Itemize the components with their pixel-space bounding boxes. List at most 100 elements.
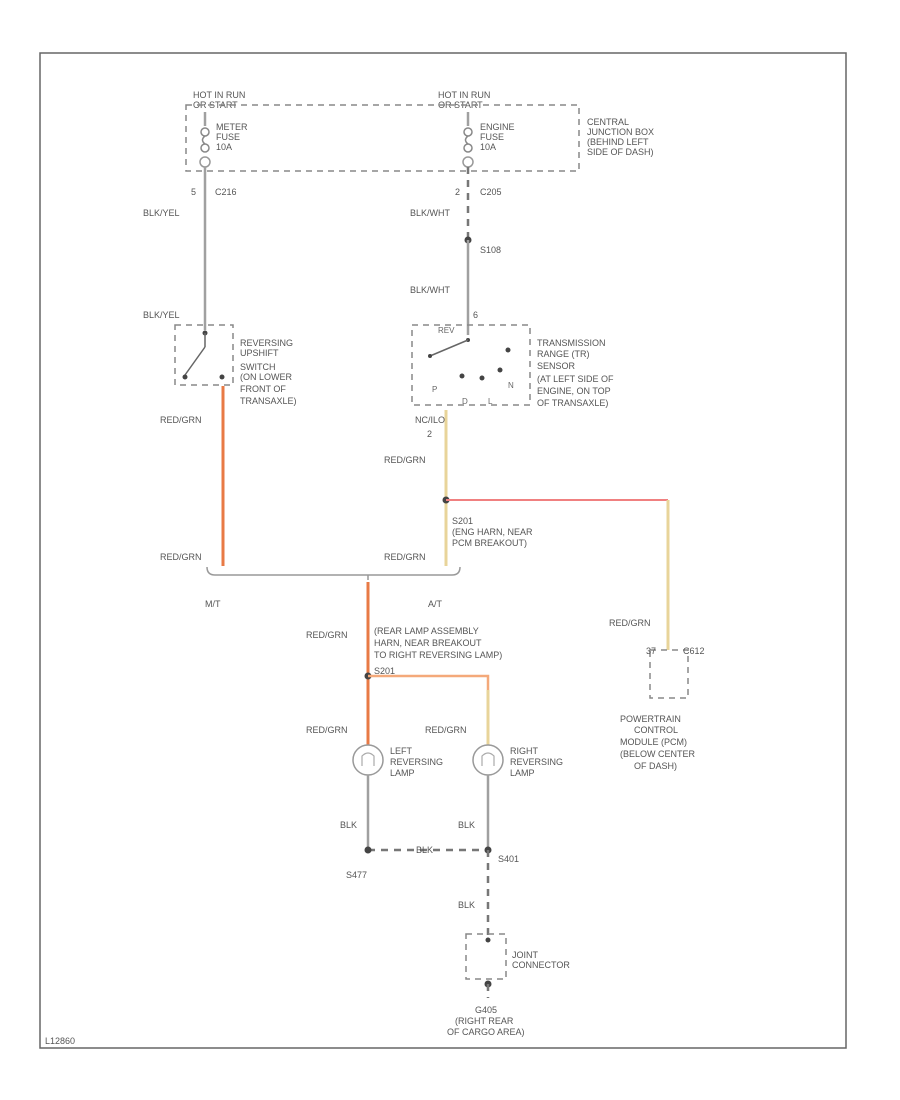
- tr-sensor-line-4: (AT LEFT SIDE OF: [537, 374, 614, 384]
- reversing-switch-line-3: SWITCH: [240, 362, 276, 372]
- meter-fuse-symbol: [200, 127, 210, 137]
- wire-label-red-grn-2: RED/GRN: [160, 552, 202, 562]
- engine-fuse-line-1: ENGINE: [480, 122, 515, 132]
- joint-connector-line-1: JOINT: [512, 950, 539, 960]
- wire-label-red-grn-6: RED/GRN: [306, 630, 348, 640]
- engine-fuse-line-3: 10A: [480, 142, 496, 152]
- left-lamp-line-2: REVERSING: [390, 757, 443, 767]
- tr-pos-n: N: [508, 381, 514, 390]
- tr-sensor-line-5: ENGINE, ON TOP: [537, 386, 611, 396]
- diagram-frame: [39, 52, 847, 1049]
- splice-note-line-1: S201: [452, 516, 473, 526]
- rear-lamp-note-2: HARN, NEAR BREAKOUT: [374, 638, 482, 648]
- mt-label: M/T: [205, 599, 221, 609]
- reversing-switch-line-4: (ON LOWER: [240, 372, 293, 382]
- right-lamp-line-3: LAMP: [510, 768, 535, 778]
- meter-fuse-line-2: FUSE: [216, 132, 240, 142]
- mt-at-selector: M/T A/T: [205, 566, 461, 609]
- joint-connector-line-2: CONNECTOR: [512, 960, 570, 970]
- tr-sensor-line-6: OF TRANSAXLE): [537, 398, 608, 408]
- engine-fuse-symbol: [463, 127, 473, 137]
- splice-s108-label: S108: [480, 245, 501, 255]
- meter-fuse-line-3: 10A: [216, 142, 232, 152]
- wire-label-blk-1: BLK: [340, 820, 357, 830]
- tr-connector-bottom-label: NC/ILO: [415, 415, 445, 425]
- tr-sensor-line-3: SENSOR: [537, 361, 576, 371]
- wire-label-blk-2: BLK: [458, 820, 475, 830]
- tr-pos-p: P: [432, 385, 437, 394]
- wire-label-blk-yel-2: BLK/YEL: [143, 310, 180, 320]
- ground-line-1: G405: [475, 1005, 497, 1015]
- tr-pin-bottom-label: 2: [427, 429, 432, 439]
- wire-label-red-grn-7: RED/GRN: [306, 725, 348, 735]
- pcm-line-4: (BELOW CENTER: [620, 749, 696, 759]
- reversing-switch-line-5: FRONT OF: [240, 384, 286, 394]
- junction-box-location-4: SIDE OF DASH): [587, 147, 654, 157]
- tr-pos-d: D: [462, 397, 468, 406]
- right-reversing-lamp: [472, 744, 504, 776]
- splice-s477: [364, 846, 372, 854]
- splice-bottom-label: S201: [374, 666, 395, 676]
- left-pin-label: 5: [191, 187, 196, 197]
- left-lamp-line-1: LEFT: [390, 746, 413, 756]
- left-branch: 5 C216 BLK/YEL BLK/YEL REVERSING UPSHIFT…: [143, 167, 297, 566]
- left-lamp-line-3: LAMP: [390, 768, 415, 778]
- rear-lamps: RED/GRN (REAR LAMP ASSEMBLY HARN, NEAR B…: [306, 582, 563, 778]
- reversing-switch-line-6: TRANSAXLE): [240, 396, 297, 406]
- reversing-switch-line-1: REVERSING: [240, 338, 293, 348]
- left-connector-label: C216: [215, 187, 237, 197]
- tr-pos-l: L: [488, 397, 493, 406]
- wire-label-red-grn-5: RED/GRN: [609, 618, 651, 628]
- right-branch: 2 C205 S108 BLK/WHT BLK/WHT 6 REV P N D …: [384, 167, 670, 650]
- wire-label-blk-wht-1: BLK/WHT: [410, 208, 451, 218]
- left-reversing-lamp: [352, 744, 384, 776]
- joint-connector-box: [465, 933, 507, 980]
- engine-fuse-line-2: FUSE: [480, 132, 504, 142]
- pcm-line-3: MODULE (PCM): [620, 737, 687, 747]
- tr-sensor-box: [411, 324, 531, 406]
- splice-note-line-2: (ENG HARN, NEAR: [452, 527, 533, 537]
- ground-line-3: OF CARGO AREA): [447, 1027, 525, 1037]
- ground-line-2: (RIGHT REAR: [455, 1016, 514, 1026]
- right-header-line-1: HOT IN RUN: [438, 90, 490, 100]
- junction-box-location-3: (BEHIND LEFT: [587, 137, 649, 147]
- ground-circuit: BLK BLK BLK S477 S401 BLK JOINT CONNECTO…: [340, 775, 570, 1037]
- tr-pin-top-label: 6: [473, 310, 478, 320]
- reversing-switch-box: [174, 324, 234, 386]
- splice-note-line-3: PCM BREAKOUT): [452, 538, 527, 548]
- pcm-line-2: CONTROL: [634, 725, 678, 735]
- left-header-line-2: OR START: [193, 100, 238, 110]
- junction-box-location-2: JUNCTION BOX: [587, 127, 654, 137]
- wire-label-red-grn-4: RED/GRN: [384, 552, 426, 562]
- right-lamp-line-2: REVERSING: [510, 757, 563, 767]
- rear-lamp-note-1: (REAR LAMP ASSEMBLY: [374, 626, 479, 636]
- pcm-line-1: POWERTRAIN: [620, 714, 681, 724]
- pcm-connector-label: C612: [683, 646, 705, 656]
- meter-fuse-line-1: METER: [216, 122, 248, 132]
- wire-label-red-grn-8: RED/GRN: [425, 725, 467, 735]
- right-lamp-line-1: RIGHT: [510, 746, 539, 756]
- reversing-switch-line-2: UPSHIFT: [240, 348, 279, 358]
- wire-label-red-grn-1: RED/GRN: [160, 415, 202, 425]
- pcm-pin-label: 37: [646, 646, 656, 656]
- ground-splice-right-label: S401: [498, 854, 519, 864]
- wire-label-blk-3: BLK: [416, 845, 433, 855]
- pcm-line-5: OF DASH): [634, 761, 677, 771]
- wire-label-blk-wht-2: BLK/WHT: [410, 285, 451, 295]
- wire-label-blk-4: BLK: [458, 900, 475, 910]
- central-junction-box: HOT IN RUN OR START HOT IN RUN OR START …: [185, 90, 654, 172]
- rear-lamp-note-3: TO RIGHT REVERSING LAMP): [374, 650, 502, 660]
- junction-box-location-1: CENTRAL: [587, 117, 629, 127]
- pcm-box: [649, 649, 689, 699]
- tr-sensor-line-2: RANGE (TR): [537, 349, 590, 359]
- junction-box-outline: [185, 104, 580, 172]
- ground-splice-left-label: S477: [346, 870, 367, 880]
- left-header-line-1: HOT IN RUN: [193, 90, 245, 100]
- pcm: 37 C612 POWERTRAIN CONTROL MODULE (PCM) …: [620, 646, 705, 771]
- right-header-line-2: OR START: [438, 100, 483, 110]
- tr-sensor-line-1: TRANSMISSION: [537, 338, 606, 348]
- right-pin-label: 2: [455, 187, 460, 197]
- diagram-code: L12860: [45, 1036, 75, 1046]
- wire-label-blk-yel-1: BLK/YEL: [143, 208, 180, 218]
